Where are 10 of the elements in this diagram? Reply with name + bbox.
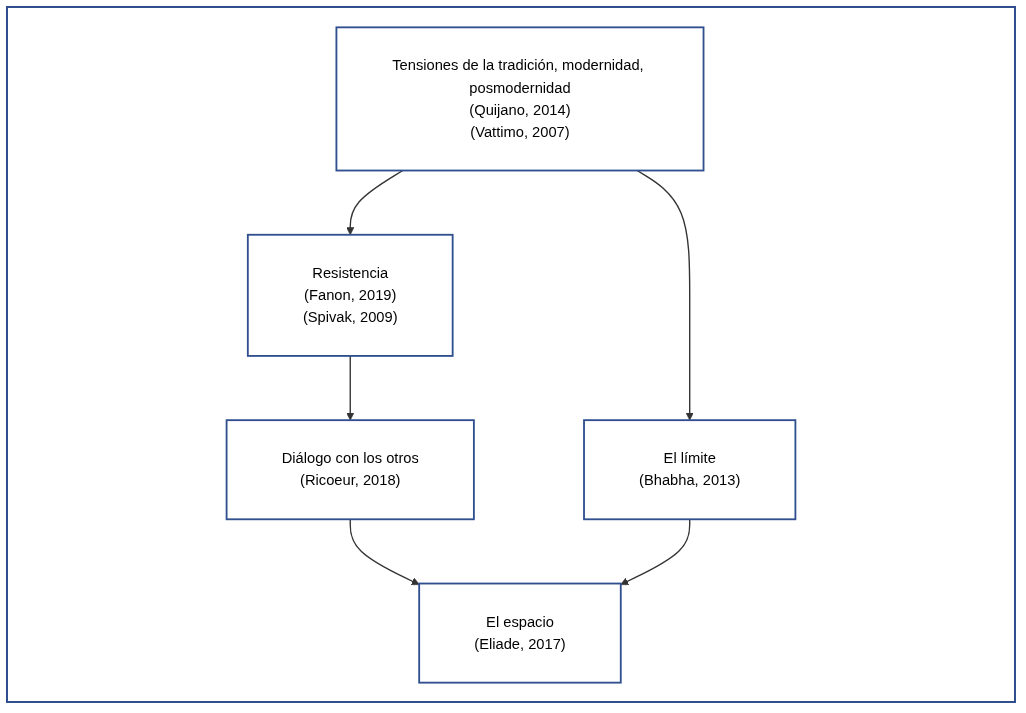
arrow [636, 169, 694, 421]
arrow [349, 518, 420, 585]
arrow [346, 169, 404, 235]
node-box: Tensiones de la tradición, modernidad, posmodernidad (Quijano, 2014) (Vattimo, 2007) [335, 25, 705, 171]
node-box: El límite (Bhabha, 2013) [583, 418, 797, 520]
arrow [346, 354, 355, 421]
arrow [620, 518, 691, 585]
node-box: Diálogo con los otros (Ricoeur, 2018) [225, 418, 475, 520]
node-box: Resistencia (Fanon, 2019) (Spivak, 2009) [246, 233, 454, 357]
node-box: El espacio (Eliade, 2017) [418, 582, 622, 684]
